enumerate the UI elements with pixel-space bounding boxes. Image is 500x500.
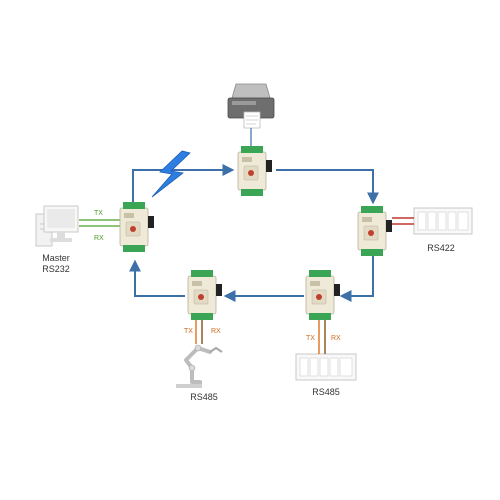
master-tx-label: TX [94, 210, 103, 217]
bottom-left-rx-label: RX [211, 328, 221, 335]
link-top-to-right [276, 169, 379, 205]
rs485-right-wires [318, 318, 326, 354]
rs232-wires [79, 219, 120, 227]
serial-module-bottom-right [305, 269, 341, 321]
master-label: Master [42, 253, 70, 263]
link-master-to-top [132, 164, 235, 204]
serial-module-right [357, 205, 393, 257]
plc-rack-icon [295, 353, 357, 381]
link-bottom-left-to-master [129, 259, 185, 297]
rs485-left-label: RS485 [190, 392, 218, 402]
robot-arm-icon [176, 344, 223, 388]
link-right-to-bottom-right [339, 256, 374, 302]
ring-links [129, 164, 379, 302]
serial-module-bottom-left [187, 269, 223, 321]
desktop-computer-icon [35, 205, 79, 247]
plc-rack-icon [413, 207, 473, 235]
ticket-printer-icon [227, 83, 275, 146]
lightning-bolt-icon [151, 150, 191, 198]
serial-module-top [237, 145, 273, 197]
rs422-label: RS422 [427, 243, 455, 253]
bottom-right-tx-label: TX [306, 335, 315, 342]
master-rx-label: RX [94, 235, 104, 242]
rs485-left-wires [195, 318, 203, 344]
bottom-right-rx-label: RX [331, 335, 341, 342]
rs422-wires [392, 217, 414, 225]
master-protocol-label: RS232 [42, 264, 70, 274]
rs485-right-label: RS485 [312, 387, 340, 397]
serial-module-master [119, 201, 155, 253]
bottom-left-tx-label: TX [184, 328, 193, 335]
